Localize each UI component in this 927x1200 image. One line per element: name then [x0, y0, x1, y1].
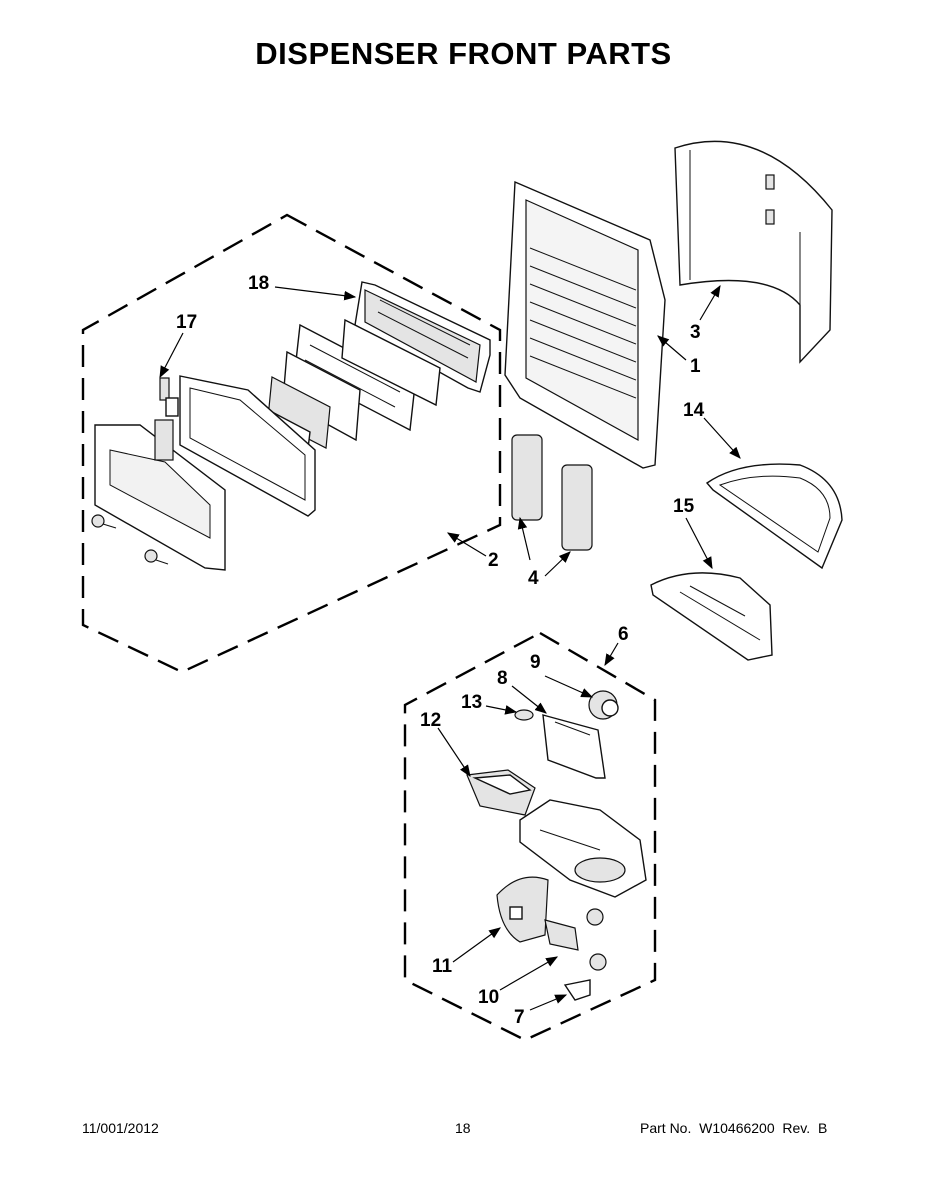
callout-13: 13	[461, 692, 482, 713]
part-13-pin	[514, 709, 534, 721]
footer-part-number: Part No. W10466200 Rev. B	[640, 1120, 828, 1136]
part-screws	[91, 514, 169, 565]
callout-1: 1	[690, 356, 701, 377]
part-4-pads	[511, 434, 593, 551]
assembly-2-boundary	[81, 213, 502, 674]
callout-10: 10	[478, 987, 499, 1008]
part-1-dispenser-housing	[504, 180, 666, 469]
page-title: DISPENSER FRONT PARTS	[255, 36, 672, 71]
callout-6: 6	[618, 624, 629, 645]
part-15-drip-tray	[650, 572, 773, 661]
callout-11: 11	[432, 956, 453, 977]
callout-8: 8	[497, 668, 508, 689]
callout-7: 7	[514, 1007, 525, 1028]
callout-12: 12	[420, 710, 441, 731]
callout-15: 15	[673, 496, 695, 517]
part-valve-fitting	[563, 908, 607, 1001]
part-11-paddle	[496, 876, 549, 943]
callout-3: 3	[690, 322, 701, 343]
part-3-back-panel	[674, 140, 833, 364]
footer-page-number: 18	[455, 1120, 471, 1136]
part-12-cup	[466, 769, 536, 816]
callout-2: 2	[488, 550, 499, 571]
part-8-bracket	[542, 714, 606, 779]
part-17-bracket	[159, 377, 179, 417]
assembly-6-boundary	[403, 631, 657, 1042]
part-dispenser-base	[519, 799, 647, 898]
part-14-ring	[705, 463, 843, 570]
footer-date: 11/001/2012	[82, 1120, 159, 1136]
callout-17: 17	[176, 312, 197, 333]
callout-labels: 18 17 1 3 14 15 2 4 6 9 8 13 12 11 10 7	[176, 273, 705, 1028]
part-control-boards	[235, 318, 441, 467]
callout-4: 4	[528, 568, 539, 589]
part-frame	[179, 375, 316, 517]
callout-9: 9	[530, 652, 541, 673]
callout-14: 14	[683, 400, 705, 421]
part-10-switch	[544, 919, 579, 951]
part-front-bezel	[94, 419, 226, 571]
leader-lines	[159, 284, 741, 1011]
callout-18: 18	[248, 273, 269, 294]
part-9-knob	[588, 690, 619, 720]
